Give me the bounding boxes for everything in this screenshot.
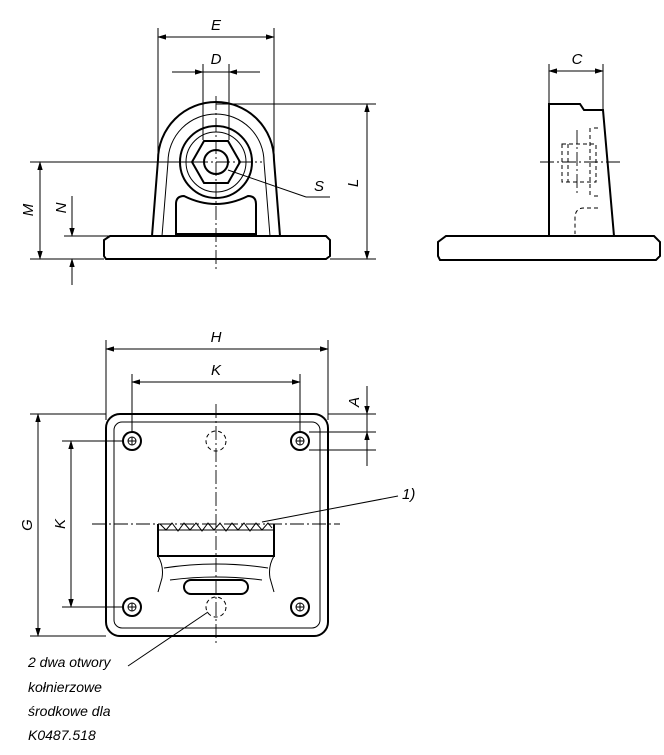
note: 2 dwa otwory kołnierzowe środkowe dla K0…	[27, 654, 111, 743]
dim-label-K-horizontal: K	[211, 362, 222, 379]
note-line-3: środkowe dla	[28, 703, 111, 719]
top-plate-inner	[113, 421, 321, 629]
note-line-4: K0487.518	[28, 727, 96, 743]
dim-label-S: S	[314, 178, 324, 195]
dim-label-K-vertical: K	[52, 518, 69, 529]
dim-label-H: H	[211, 329, 222, 346]
dim-label-L: L	[345, 179, 362, 187]
front-base-plate	[103, 235, 331, 260]
callout-1: 1)	[402, 486, 415, 503]
note-line-2: kołnierzowe	[28, 679, 102, 695]
side-base-plate	[437, 235, 661, 261]
dim-label-G: G	[19, 519, 36, 531]
top-plate-outer	[105, 413, 329, 637]
side-bracket	[548, 103, 615, 237]
side-view: C	[437, 51, 661, 261]
front-cutout	[175, 194, 257, 235]
top-view: 1) H K A G K	[19, 329, 415, 667]
dim-label-E: E	[211, 17, 222, 34]
dim-label-D: D	[211, 51, 222, 68]
dim-label-N: N	[53, 202, 70, 213]
dim-label-M: M	[20, 203, 37, 216]
dim-label-C: C	[572, 51, 583, 68]
front-view: E D S L M N	[20, 17, 376, 285]
center-hole-bottom	[205, 596, 227, 618]
note-line-1: 2 dwa otwory	[27, 654, 111, 670]
dim-label-A: A	[346, 397, 363, 408]
